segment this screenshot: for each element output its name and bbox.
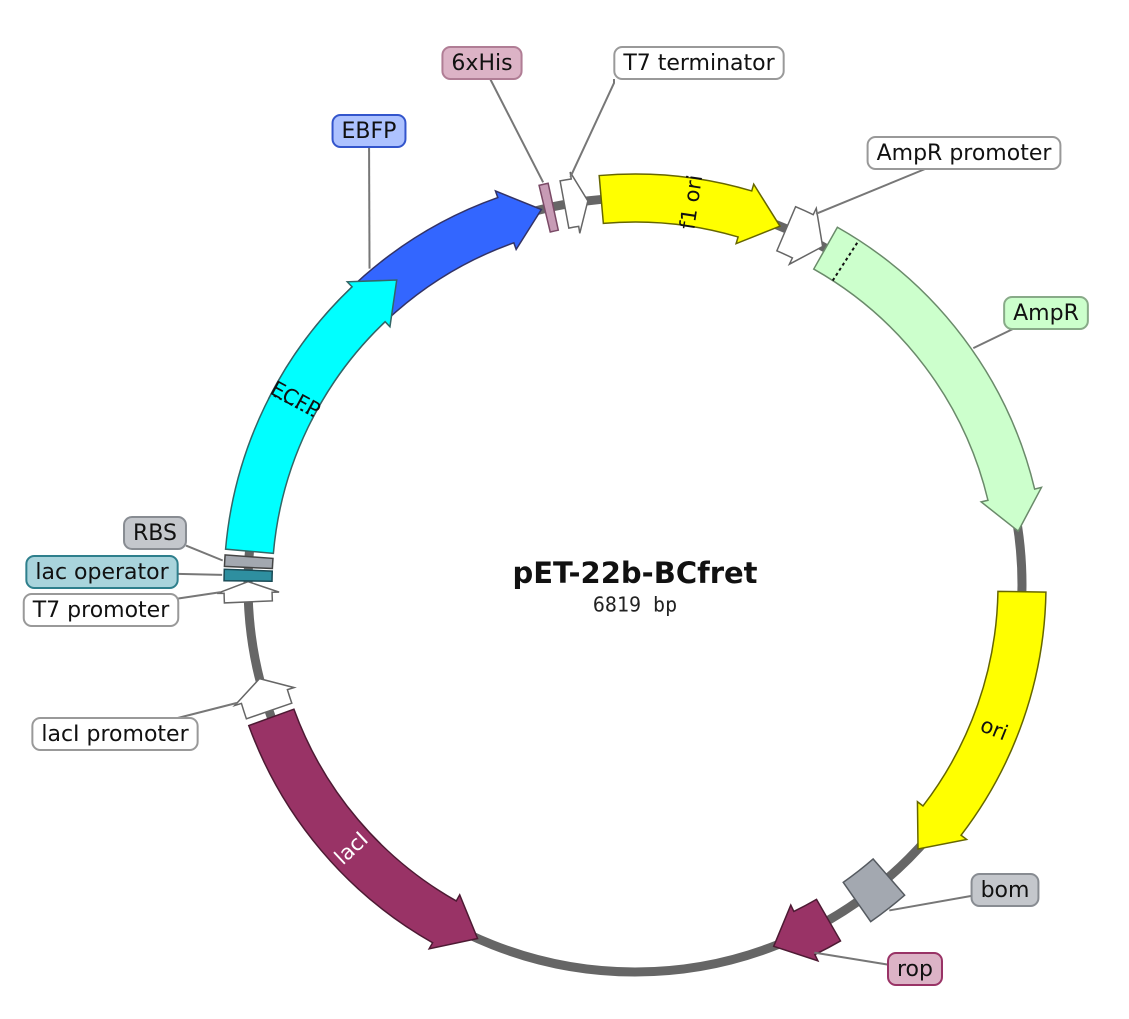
callout-his6: 6xHis [441,46,523,80]
feature-laci_prom [232,677,297,720]
leader-t7term [569,79,615,178]
callout-box-ebfp [331,114,407,148]
callout-laci_prom: lacI promoter [31,717,199,751]
feature-ori [916,590,1047,850]
callout-box-rop [887,952,943,986]
feature-rop [772,898,842,963]
feature-t7prom [216,580,280,604]
leader-lacop [177,572,223,576]
callout-box-t7prom [22,593,180,627]
leader-ampr_prom [815,168,926,215]
callout-ampr: AmpR [1003,296,1089,330]
callout-lacop: lac operator [25,555,179,589]
callout-box-ampr_prom [866,136,1062,170]
leader-lines [177,78,1014,966]
feature-ampr_prom [775,205,824,266]
callout-label-ampr_prom: AmpR promoter [877,141,1053,166]
feature-lacop [223,568,274,582]
callout-label-ampr: AmpR [1013,301,1079,326]
callout-box-rbs [123,516,187,550]
callout-t7prom: T7 promoter [22,593,180,627]
callout-rbs: RBS [123,516,187,550]
feature-ecfp [224,279,398,555]
leader-his6 [489,78,545,183]
leader-bom [889,894,972,912]
feature-ampr [812,226,1043,533]
leader-rop [814,951,889,966]
feature-his6 [538,182,560,233]
callout-box-ampr [1003,296,1089,330]
feature-laci [247,708,479,950]
callout-label-rop: rop [897,957,933,982]
leader-rbs [185,544,224,562]
feature-f1ori [598,173,782,245]
callout-box-lacop [25,555,179,589]
callout-label-laci_prom: lacI promoter [41,722,189,747]
callout-label-lacop: lac operator [35,560,169,585]
callout-label-t7term: T7 terminator [622,51,775,76]
callout-label-t7prom: T7 promoter [32,598,170,623]
callout-rop: rop [887,952,943,986]
boundary-tick [831,239,860,282]
callout-ampr_prom: AmpR promoter [866,136,1062,170]
callout-box-bom [970,873,1040,907]
callout-ebfp: EBFP [331,114,407,148]
leader-laci_prom [177,701,238,719]
callout-bom: bom [970,873,1040,907]
plasmid-size: 6819 bp [593,593,677,617]
feature-rbs [223,554,274,570]
plasmid-name: pET-22b-BCfret [512,556,757,590]
callout-box-laci_prom [31,717,199,751]
callout-label-ebfp: EBFP [342,119,397,144]
callout-t7term: T7 terminator [613,46,785,80]
feature-t7term [559,171,589,234]
feature-bom [842,857,906,923]
callout-label-bom: bom [981,878,1030,903]
callout-box-his6 [441,46,523,80]
boundary-tick [270,393,315,418]
leader-ampr [972,328,1014,350]
callout-label-his6: 6xHis [451,51,512,76]
callout-label-rbs: RBS [133,521,177,546]
callout-box-t7term [613,46,785,80]
leader-t7prom [178,591,221,600]
